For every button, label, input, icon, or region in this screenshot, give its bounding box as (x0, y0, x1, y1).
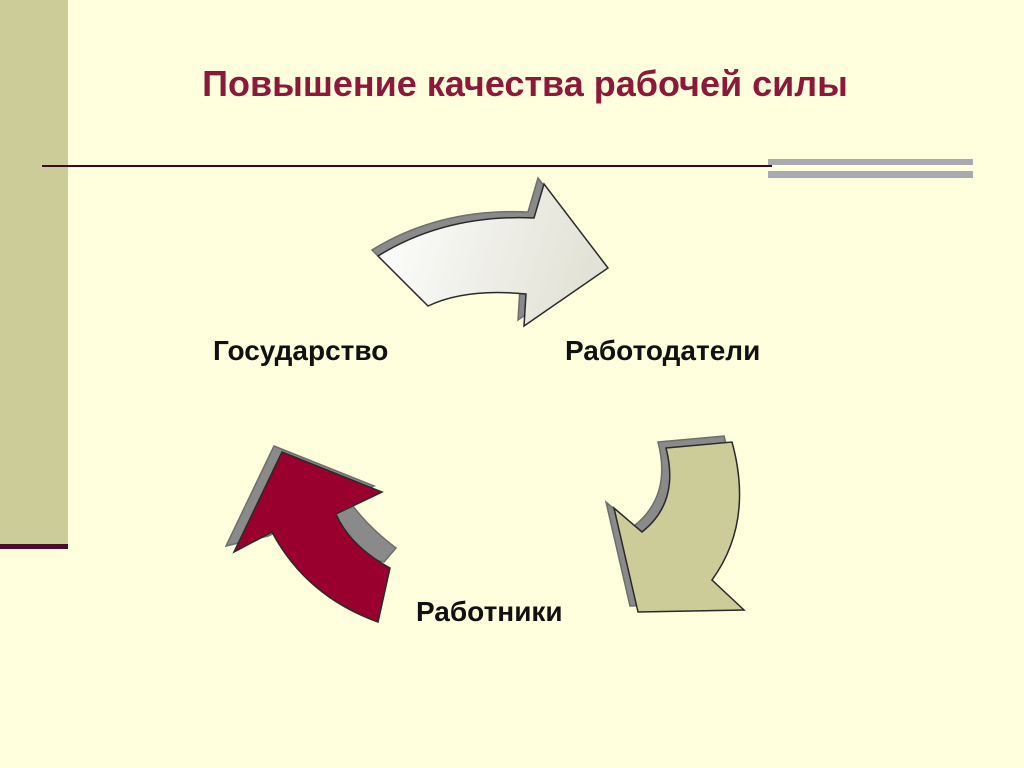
title-underline (42, 165, 772, 167)
arrow-to-state (224, 445, 398, 623)
arrow-to-employers (370, 176, 610, 328)
title-accent-stripe-bottom (768, 171, 973, 178)
side-decor-bar-base (0, 544, 68, 549)
node-label-employers: Работодатели (565, 335, 761, 366)
node-label-workers: Работники (416, 596, 563, 627)
slide-title: Повышение качества рабочей силы (202, 63, 848, 104)
side-decor-bar (0, 0, 68, 545)
title-accent-stripe-top (768, 159, 973, 165)
node-label-state: Государство (213, 335, 389, 366)
arrow-to-workers (604, 435, 746, 613)
